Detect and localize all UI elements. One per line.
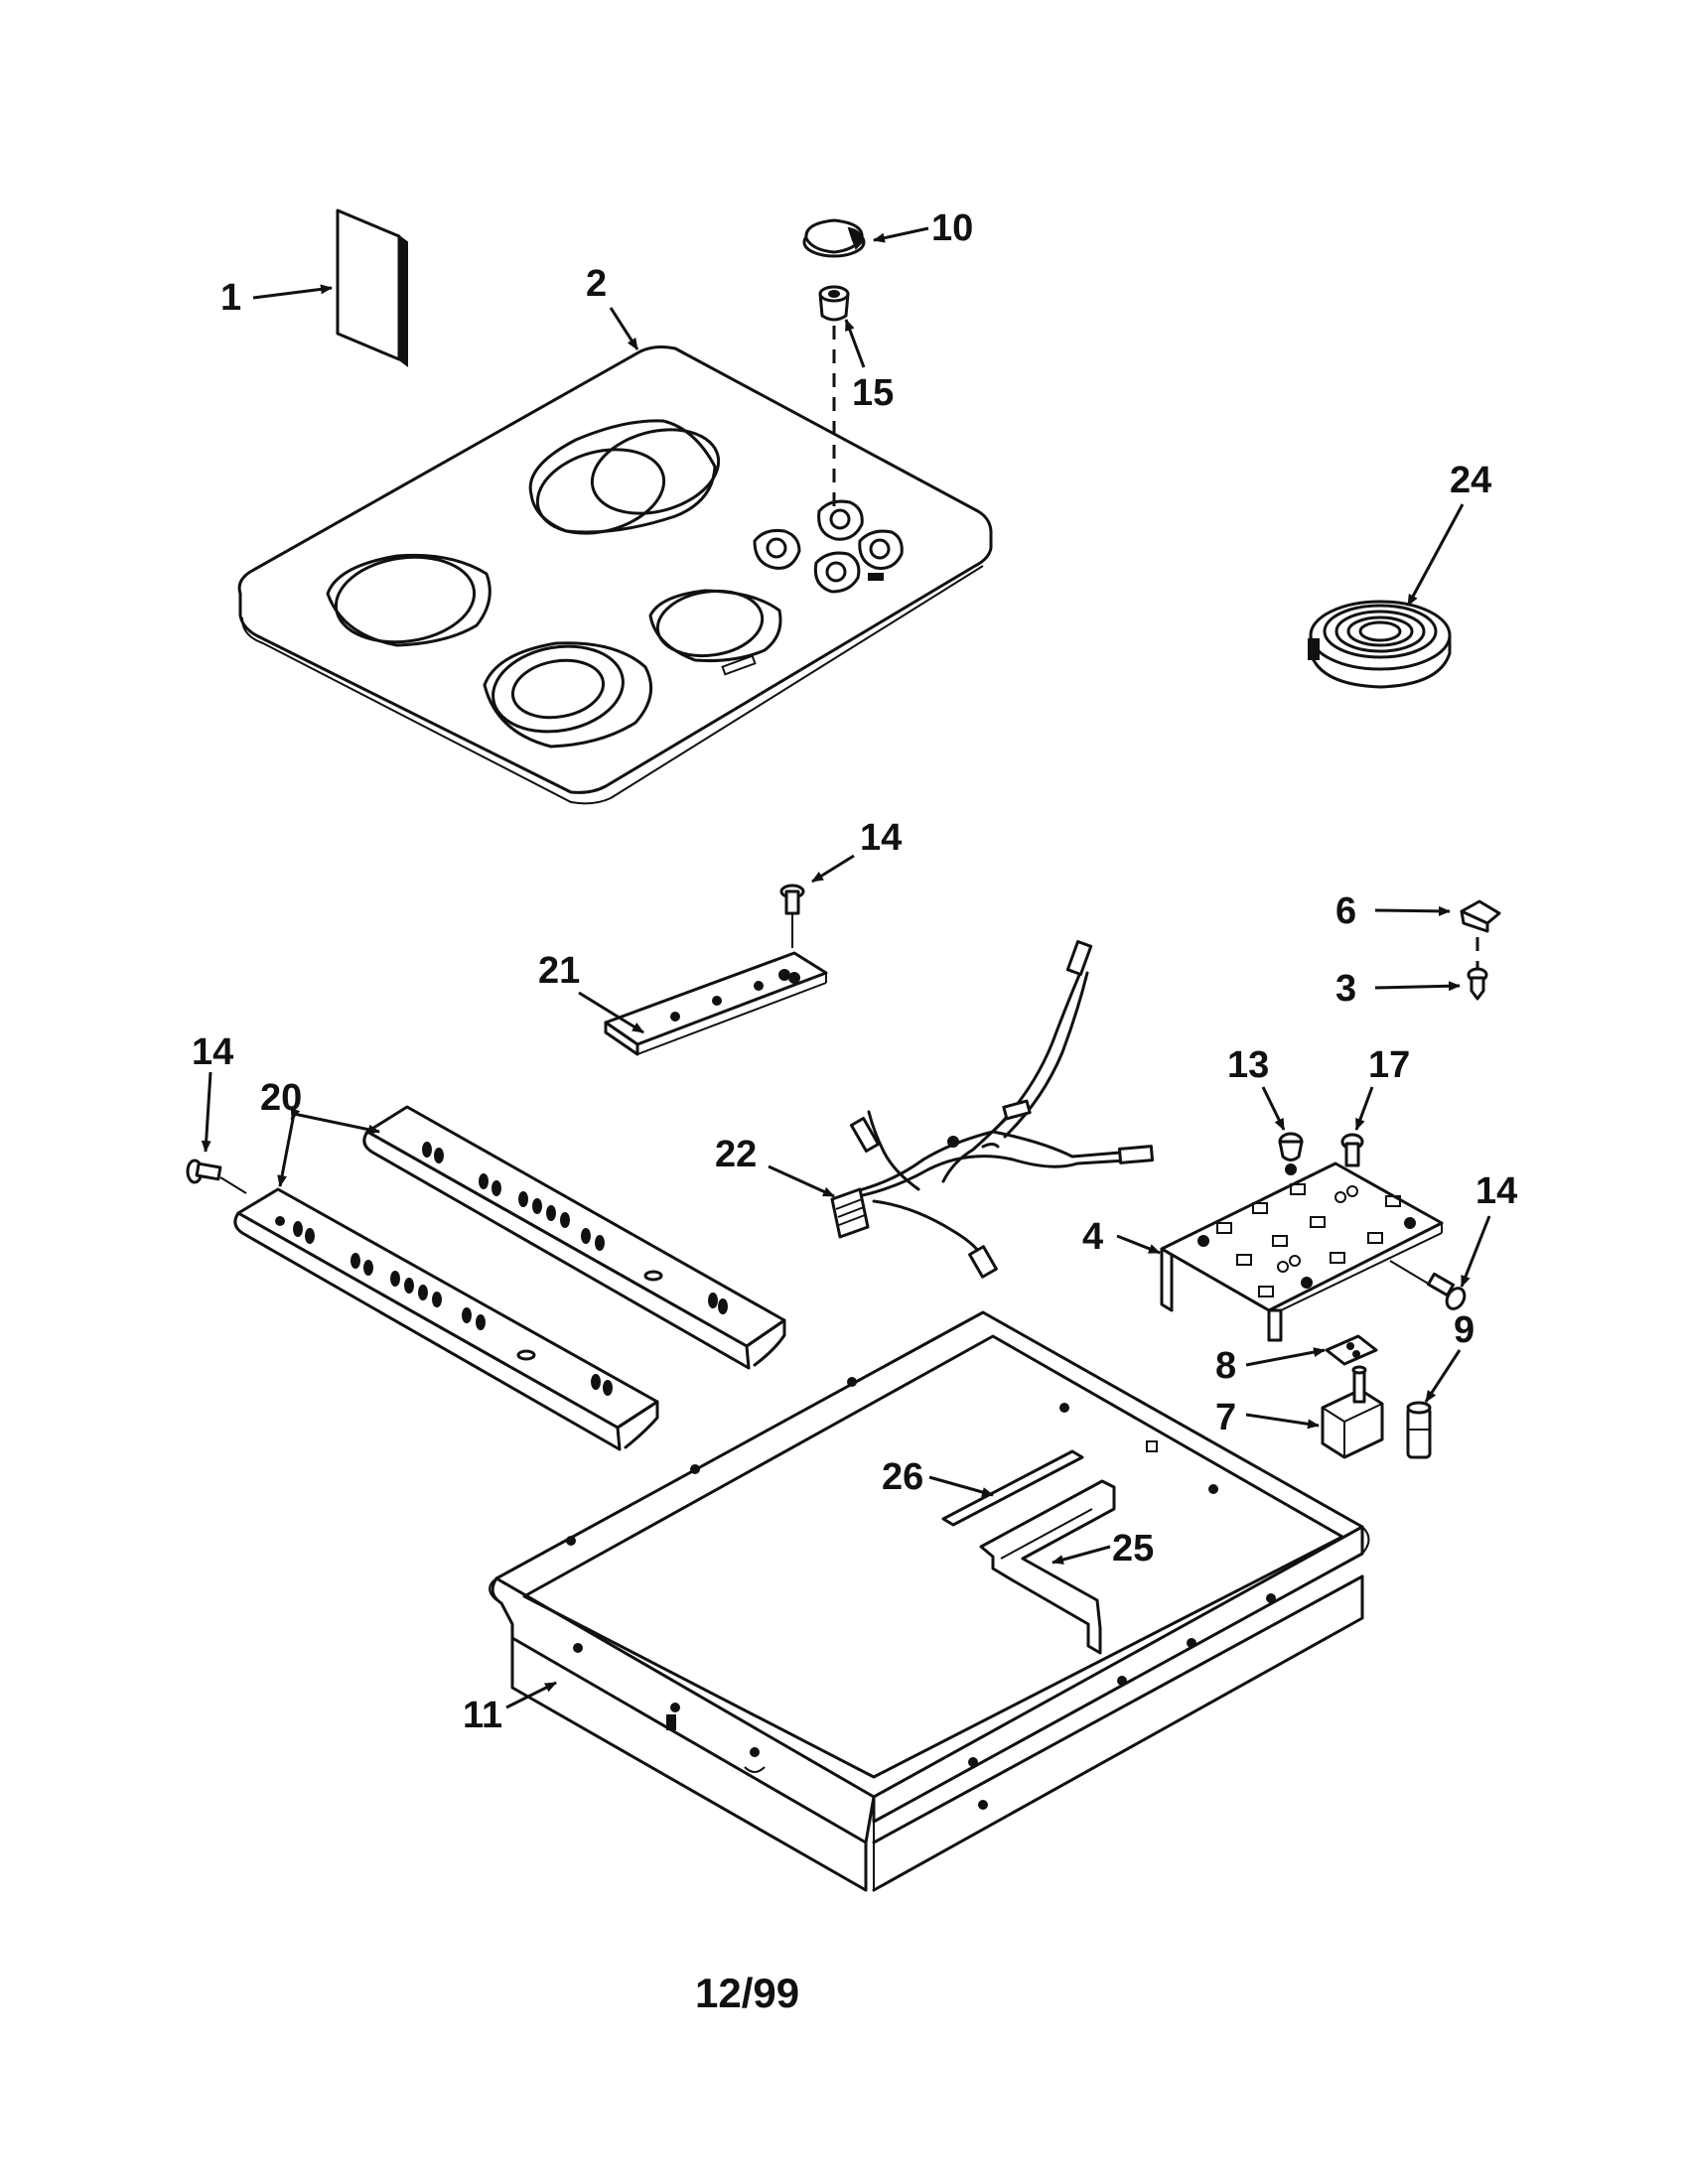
strip-part-26 (941, 1449, 1084, 1527)
callout-3: 3 (1335, 968, 1356, 1010)
side-rail-part-lower (233, 1187, 659, 1451)
screw-part-17 (1340, 1133, 1364, 1167)
callout-6: 6 (1335, 890, 1356, 932)
screw-part-3 (1467, 967, 1488, 1001)
switch-bracket-part (1160, 1161, 1444, 1342)
callout-labels: 1 2 10 15 24 14 21 6 3 14 20 13 17 22 14… (192, 207, 1517, 1736)
callout-7: 7 (1215, 1397, 1236, 1438)
literature-card-part (336, 208, 408, 367)
post-part-9 (1406, 1401, 1432, 1459)
support-bracket-part-25 (979, 1479, 1116, 1655)
callout-26: 26 (882, 1456, 923, 1498)
callout-20: 20 (260, 1077, 302, 1119)
screw-part-14-left (186, 1159, 247, 1194)
callout-11: 11 (463, 1695, 502, 1736)
callout-24: 24 (1450, 460, 1491, 501)
side-rail-part-upper (362, 1105, 786, 1370)
cooktop-glass-part (237, 345, 993, 805)
wire-harness-part (830, 940, 1155, 1279)
screw-part-14-right (1389, 1260, 1467, 1310)
callout-14-left: 14 (192, 1031, 233, 1073)
cooktop-frame-part (489, 1310, 1370, 1892)
clip-part-6 (1460, 899, 1501, 933)
control-knob-locations (753, 499, 904, 594)
front-bracket-part (604, 951, 828, 1056)
callout-9: 9 (1454, 1309, 1474, 1351)
callout-4: 4 (1082, 1216, 1103, 1258)
callout-2: 2 (586, 263, 607, 305)
revision-date: 12/99 (695, 1970, 799, 2016)
callout-14-right: 14 (1475, 1170, 1517, 1212)
callout-17: 17 (1368, 1044, 1410, 1086)
callout-15: 15 (852, 372, 894, 414)
callout-leaders (201, 226, 1491, 1709)
callout-1: 1 (220, 277, 241, 319)
screw-part-14-top (779, 884, 805, 948)
plate-part-8 (1325, 1334, 1378, 1366)
callout-14-top: 14 (860, 817, 902, 859)
callout-8: 8 (1215, 1345, 1236, 1387)
radiant-element-part (1308, 600, 1452, 689)
callout-22: 22 (715, 1134, 757, 1175)
callout-21: 21 (538, 950, 580, 992)
control-knob-part (802, 218, 866, 258)
callout-10: 10 (931, 207, 973, 249)
callout-13: 13 (1227, 1044, 1269, 1086)
knob-seat-part (818, 285, 850, 322)
plug-part-13 (1278, 1132, 1304, 1161)
callout-25: 25 (1112, 1528, 1154, 1570)
switch-part-7 (1321, 1365, 1384, 1459)
